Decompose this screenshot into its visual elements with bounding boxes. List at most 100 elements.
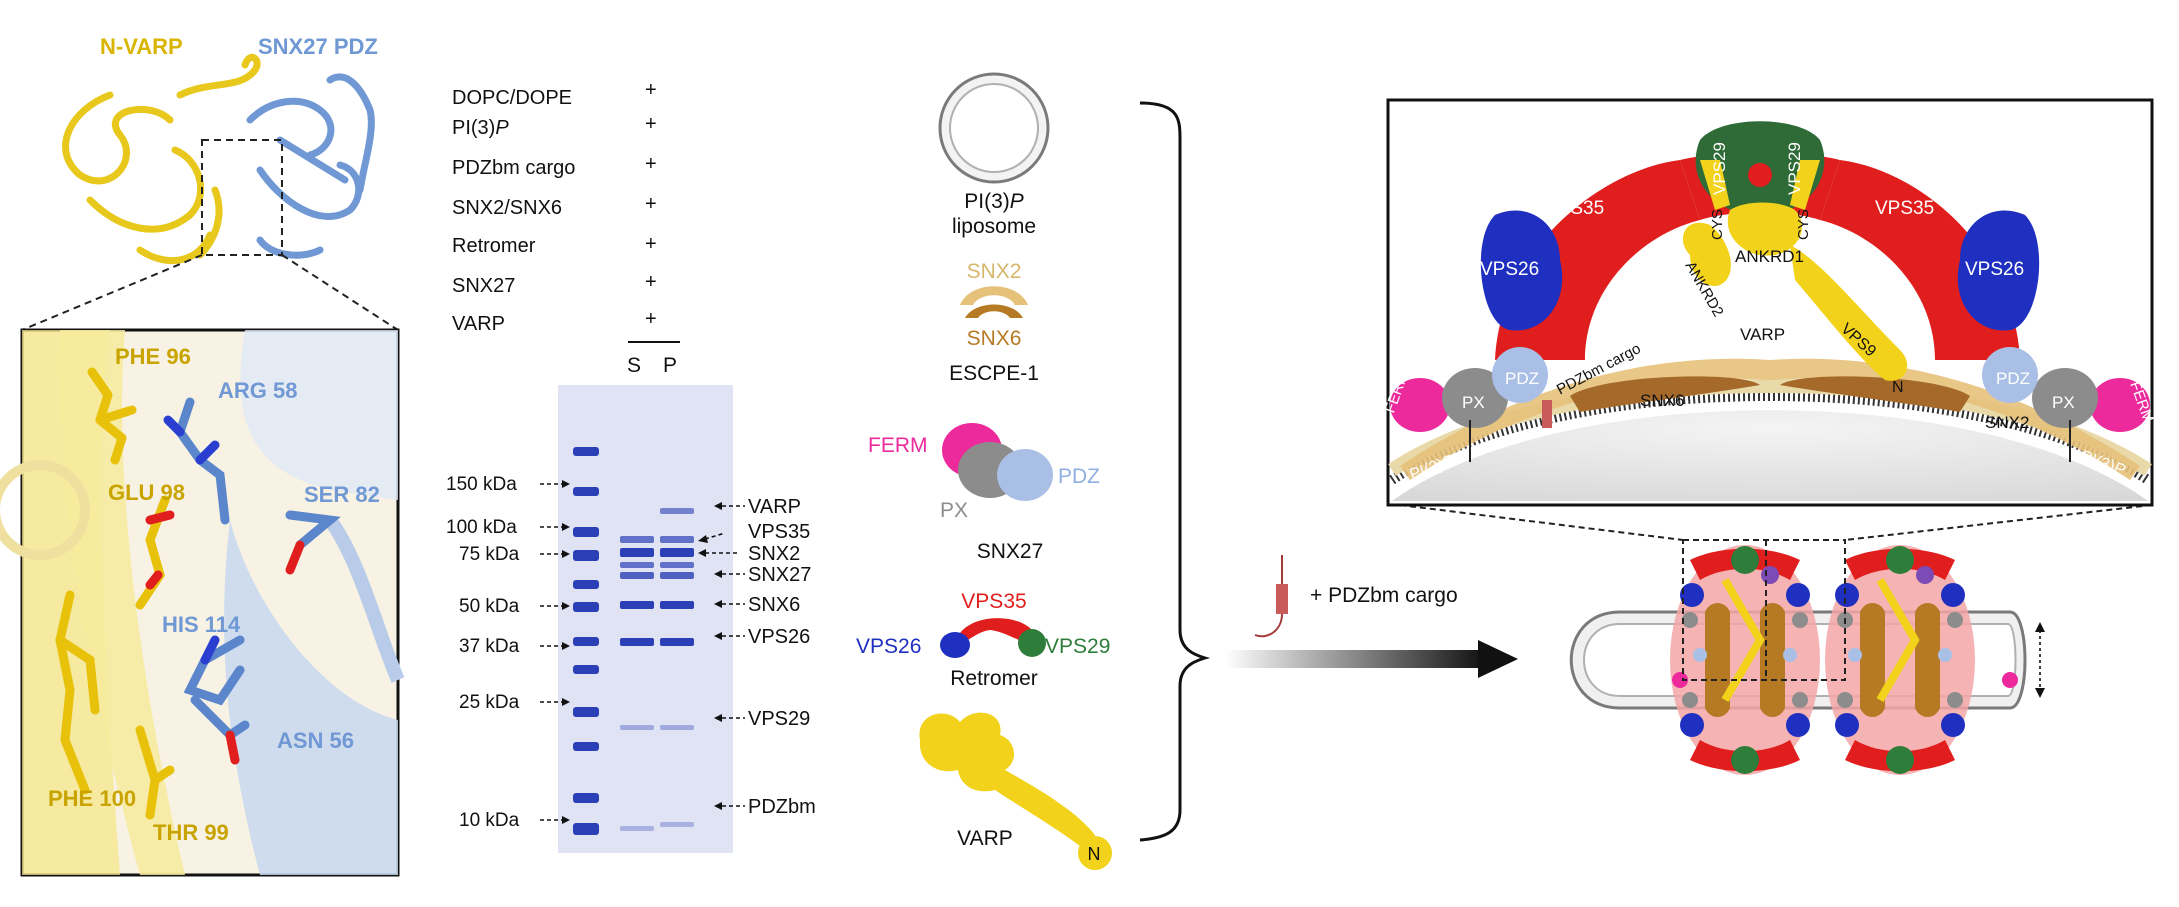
marker-arrows — [540, 480, 570, 824]
asm-vps29-left: VPS29 — [1710, 142, 1729, 195]
plus-7: + — [645, 308, 657, 330]
vps26-label: VPS26 — [856, 635, 921, 658]
band-snx27: SNX27 — [748, 564, 811, 586]
band-snx6: SNX6 — [748, 594, 800, 616]
asm-ankrd1: ANKRD1 — [1735, 247, 1804, 266]
asm-snx6: SNX6 — [1640, 391, 1684, 410]
ferm-label: FERM — [868, 434, 928, 457]
liposome-label-1: PI(3)P — [964, 190, 1024, 213]
pdz-label: PDZ — [1058, 465, 1100, 488]
marker-150: 150 kDa — [446, 474, 517, 495]
sidechain-arg58 — [163, 397, 230, 525]
plus-1: + — [645, 79, 657, 101]
escpe1-label: ESCPE-1 — [949, 362, 1039, 385]
snx27-assembly-right — [1982, 347, 2150, 462]
band-vps26: VPS26 — [748, 626, 810, 648]
plus-4: + — [645, 193, 657, 215]
escpe1-icon — [960, 286, 1028, 318]
cond-pdzbm: PDZbm cargo — [452, 157, 575, 179]
plus-2: + — [645, 113, 657, 135]
cond-varp: VARP — [452, 313, 505, 335]
marker-50: 50 kDa — [459, 596, 520, 617]
label-glu98: GLU 98 — [108, 480, 185, 505]
asm-vps26-left: VPS26 — [1480, 259, 1539, 280]
vps35-label: VPS35 — [961, 590, 1026, 613]
bracket — [1139, 101, 1211, 842]
lane-p-bands — [660, 508, 694, 827]
varp-n-label: N — [1088, 844, 1101, 864]
components-panel: PI(3)P liposome SNX2 SNX6 ESCPE-1 FERM P… — [856, 72, 1211, 870]
px-label: PX — [940, 499, 968, 522]
lane-p: P — [663, 354, 677, 377]
snx27-ribbon — [246, 73, 375, 259]
label-ser82: SER 82 — [304, 482, 380, 507]
assembly-panel: + PDZbm cargo — [1225, 98, 2157, 775]
plus-6: + — [645, 271, 657, 293]
asm-cys-right: CYS — [1795, 209, 1812, 240]
cond-pi3p: PI(3)P — [452, 117, 509, 139]
band-labels: VARP VPS35 SNX2 SNX27 SNX6 VPS26 VPS29 P… — [748, 496, 816, 818]
varp-icon — [919, 712, 1112, 870]
sidechain-phe96 — [87, 367, 137, 465]
varp-label: VARP — [957, 827, 1013, 850]
asm-vps29-right: VPS29 — [1785, 142, 1804, 195]
snx27-label: SNX27 — [977, 540, 1044, 563]
marker-100: 100 kDa — [446, 517, 517, 538]
cond-retromer: Retromer — [452, 235, 536, 257]
asm-vps35-left: VPS35 — [1545, 198, 1604, 219]
vps29-label: VPS29 — [1045, 635, 1110, 658]
cargo-label: + PDZbm cargo — [1310, 584, 1458, 607]
marker-25: 25 kDa — [459, 692, 520, 713]
coat-unit-right — [1825, 545, 2018, 775]
asm-pdz-left: PDZ — [1505, 369, 1539, 388]
snx27-assembly-left — [1390, 347, 1552, 462]
asm-varp: VARP — [1740, 325, 1785, 344]
snx6-label: SNX6 — [967, 327, 1022, 350]
membrane — [1388, 358, 2152, 501]
cond-dopc: DOPC/DOPE — [452, 87, 572, 109]
asm-vps35-right: VPS35 — [1875, 198, 1934, 219]
asm-pdz-right: PDZ — [1996, 369, 2030, 388]
band-snx2: SNX2 — [748, 543, 800, 565]
asm-px-left: PX — [1462, 393, 1485, 412]
snx27-pdz-label: SNX27 PDZ — [258, 34, 378, 59]
lane-s: S — [627, 354, 641, 377]
asm-n: N — [1892, 379, 1904, 396]
cond-snx27: SNX27 — [452, 275, 515, 297]
label-phe96: PHE 96 — [115, 344, 191, 369]
varp-assembly — [1682, 160, 1908, 381]
lane-s-bands — [620, 536, 654, 831]
label-asn56: ASN 56 — [277, 728, 354, 753]
band-arrows — [698, 502, 745, 810]
sidechain-phe100 — [55, 590, 100, 795]
band-pdzbm: PDZbm — [748, 796, 816, 818]
sidechain-glu98 — [135, 495, 175, 610]
n-varp-label: N-VARP — [100, 34, 183, 59]
label-his114: HIS 114 — [162, 612, 241, 637]
structure-panel: N-VARP SNX27 PDZ — [0, 34, 405, 877]
asm-vps26-right: VPS26 — [1965, 259, 2024, 280]
label-thr99: THR 99 — [153, 820, 229, 845]
sidechain-asn56 — [190, 695, 250, 765]
liposome-label-2: liposome — [952, 215, 1036, 238]
condition-table: DOPC/DOPE PI(3)P PDZbm cargo SNX2/SNX6 R… — [452, 79, 657, 335]
tubule — [1569, 539, 2045, 775]
band-vps29: VPS29 — [748, 708, 810, 730]
sidechain-ser82 — [285, 510, 341, 575]
asm-px-right: PX — [2052, 393, 2075, 412]
coat-unit-left — [1670, 545, 1820, 775]
retromer-icon — [940, 618, 1046, 658]
label-arg58: ARG 58 — [218, 378, 297, 403]
marker-10: 10 kDa — [459, 810, 520, 831]
band-vps35: VPS35 — [748, 521, 810, 543]
snx2-label: SNX2 — [967, 260, 1022, 283]
gel-panel: DOPC/DOPE PI(3)P PDZbm cargo SNX2/SNX6 R… — [446, 79, 816, 853]
label-phe100: PHE 100 — [48, 786, 136, 811]
asm-cys-left: CYS — [1709, 209, 1726, 240]
varp-ribbon — [62, 53, 261, 265]
marker-labels: 150 kDa 100 kDa 75 kDa 50 kDa 37 kDa 25 … — [446, 474, 520, 831]
marker-75: 75 kDa — [459, 544, 520, 565]
marker-37: 37 kDa — [459, 636, 520, 657]
cargo-icon — [1254, 555, 1288, 638]
sidechain-thr99 — [135, 725, 175, 820]
